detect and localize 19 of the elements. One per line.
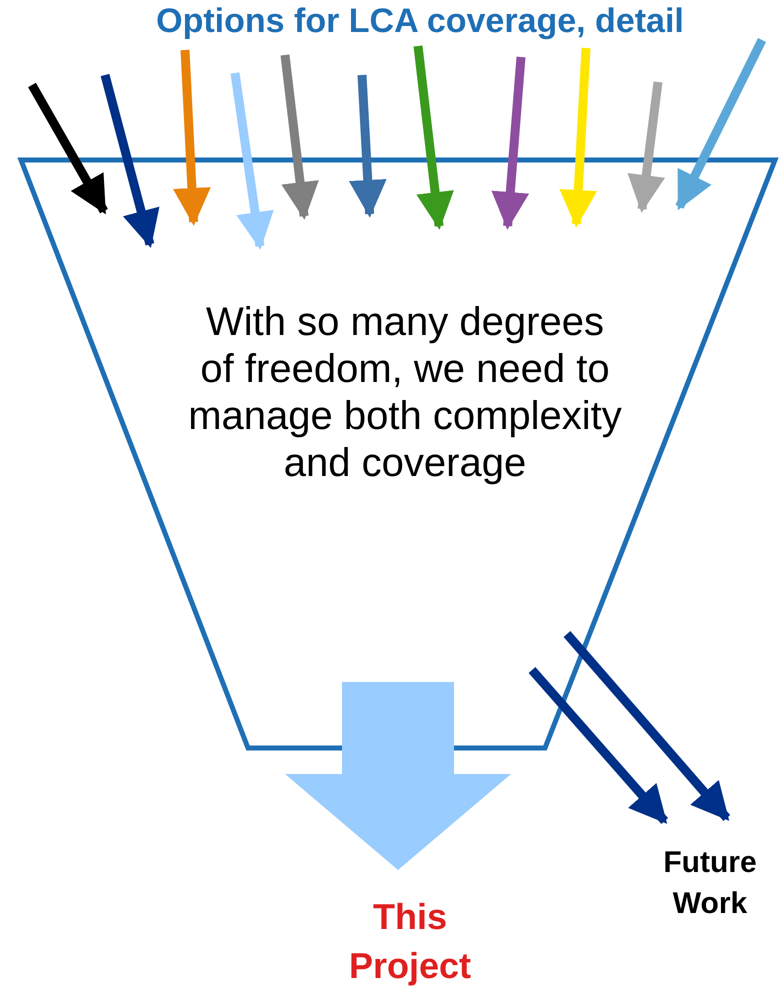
title: Options for LCA coverage, detail [155, 2, 685, 41]
arrow [173, 50, 211, 226]
outcome-label: Future Work [662, 845, 758, 922]
arrow [491, 56, 530, 230]
arrow [348, 74, 387, 218]
block-arrow [285, 682, 511, 870]
funnel-shape [18, 156, 780, 752]
arrow [230, 72, 274, 250]
arrow [100, 74, 160, 248]
arrow [28, 82, 108, 214]
arrow [675, 38, 766, 210]
arrow [559, 48, 598, 228]
arrow [280, 54, 319, 220]
arrow [628, 81, 665, 213]
arrow [564, 631, 730, 821]
arrow [528, 667, 668, 824]
funnel-text: With so many degrees of freedom, we need to manage both complexity and coverage [187, 299, 623, 487]
outcome-label: This Project [348, 895, 472, 988]
arrow [414, 45, 454, 230]
